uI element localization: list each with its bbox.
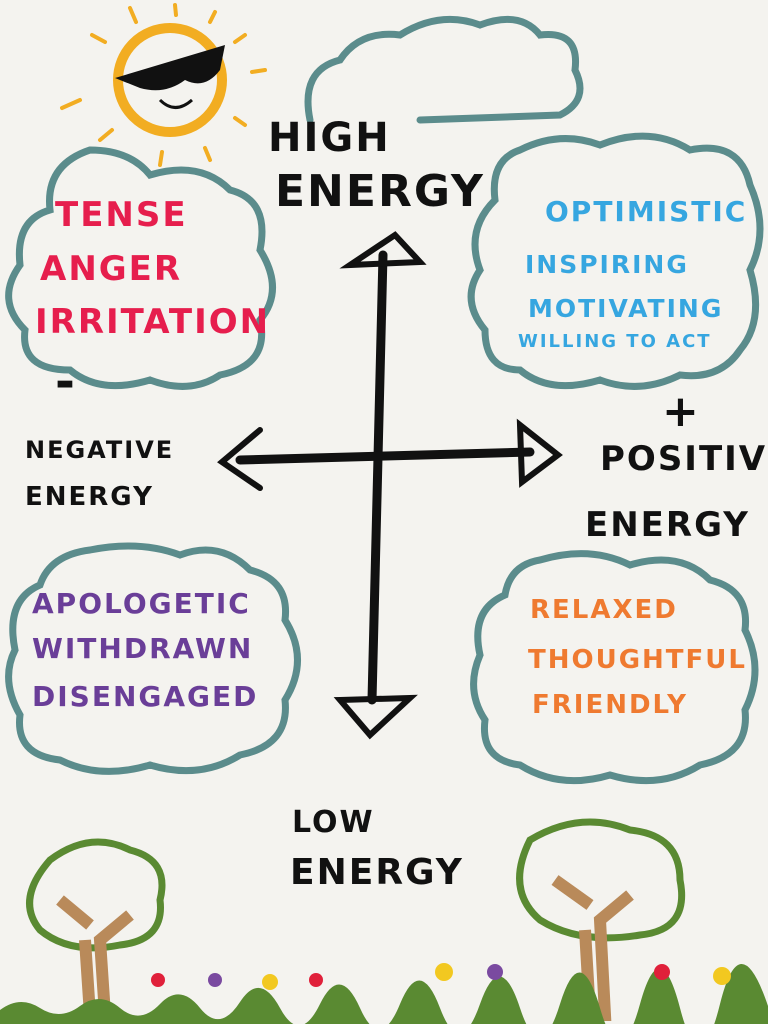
plus-sign: +: [662, 386, 701, 437]
quadrant-word: Withdrawn: [32, 632, 254, 665]
cloud-outlines: [5, 15, 764, 785]
quadrant-word: Motivating: [528, 294, 724, 323]
quadrant-word: Inspiring: [525, 250, 689, 279]
flowers-icon: [0, 963, 768, 1024]
axis-label-negative-line2: Energy: [25, 482, 154, 512]
sun-icon: [60, 3, 267, 167]
quadrant-word: Relaxed: [530, 595, 678, 625]
tree-left-icon: [26, 838, 166, 1021]
quadrant-word: Friendly: [532, 690, 688, 720]
quadrant-word: Irritation: [35, 302, 271, 342]
quadrant-word: Anger: [40, 249, 183, 289]
quadrant-word: Optimistic: [545, 195, 748, 228]
quadrant-word: Thoughtful: [528, 645, 747, 675]
quadrant-word: Apologetic: [32, 587, 251, 620]
quadrant-word: Disengaged: [32, 680, 259, 713]
minus-sign: -: [55, 354, 77, 410]
axis-label-high-line1: High: [268, 115, 391, 161]
axes-arrows: [217, 231, 563, 740]
axis-label-positive-line2: Energy: [585, 505, 750, 545]
axis-label-positive-line1: Positive: [600, 439, 768, 479]
axis-label-high-line2: Energy: [275, 166, 485, 217]
quadrant-word: Willing to act: [518, 331, 712, 352]
quadrant-word: Tense: [55, 195, 188, 235]
axis-label-low-line1: Low: [292, 805, 375, 840]
axis-label-negative-line1: Negative: [25, 436, 175, 464]
axis-label-low-line2: Energy: [290, 852, 464, 893]
